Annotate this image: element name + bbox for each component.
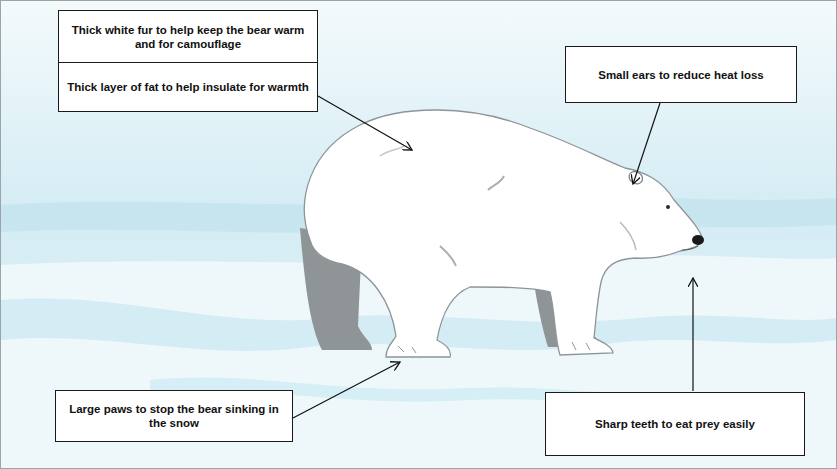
leader-arrow <box>633 103 660 184</box>
callout-text: Large paws to stop the bear sinking in t… <box>64 402 284 430</box>
bear-claws <box>398 342 590 353</box>
bear-nose <box>692 235 704 245</box>
fur-shading <box>380 146 404 156</box>
callout-text: Thick white fur to help keep the bear wa… <box>67 23 309 51</box>
callout-box: Thick white fur to help keep the bear wa… <box>58 10 318 63</box>
bear-ear <box>629 172 642 184</box>
fur-shading <box>620 222 636 250</box>
callout-text: Small ears to reduce heat loss <box>598 68 764 82</box>
leader-arrow <box>318 96 412 150</box>
leader-arrow <box>293 362 400 418</box>
callout-box: Large paws to stop the bear sinking in t… <box>55 390 293 442</box>
fur-shading <box>488 176 504 190</box>
bear-eye <box>666 205 670 209</box>
bear-body <box>304 110 703 357</box>
callout-box: Sharp teeth to eat prey easily <box>545 392 805 456</box>
callout-text: Thick layer of fat to help insulate for … <box>67 80 309 94</box>
bear-mouth <box>682 246 698 250</box>
callout-text: Sharp teeth to eat prey easily <box>595 417 755 431</box>
leader-arrow <box>692 278 693 391</box>
callout-box: Small ears to reduce heat loss <box>565 46 797 103</box>
fur-shading <box>440 246 456 266</box>
callout-box: Thick layer of fat to help insulate for … <box>58 62 318 112</box>
